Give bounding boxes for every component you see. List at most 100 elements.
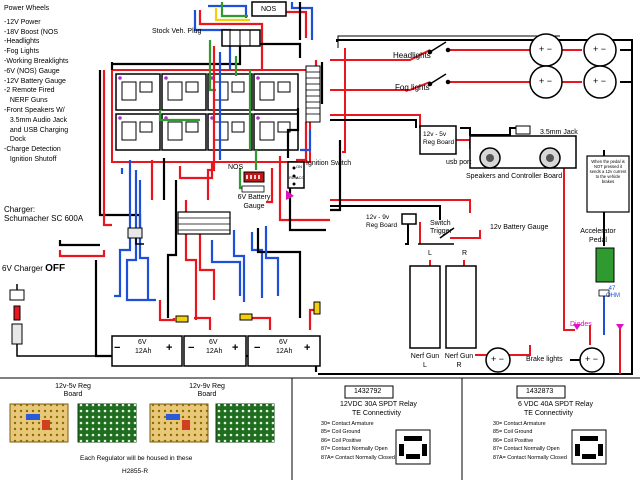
relay2-title: 6 VDC 40A SPDT Relay — [518, 401, 593, 408]
relay1-pin-diagram — [395, 429, 431, 465]
battery-1-voltage: 6V — [138, 339, 147, 346]
feature-item: -Working Breaklights — [4, 57, 69, 65]
jack-label: 3.5mm Jack — [540, 129, 578, 136]
brake-lights-label: Brake lights — [526, 356, 563, 363]
reg-9v-label: 12v - 9v Reg Board — [366, 214, 398, 229]
feature-item: Dock — [4, 136, 26, 144]
relay2-part: 1432873 — [526, 388, 554, 395]
reg-board-9v — [401, 213, 417, 225]
relay2-pin-diagram — [571, 429, 607, 465]
feature-item: -Headlights — [4, 38, 40, 46]
headlight-switch — [427, 41, 451, 55]
feature-item: -Fog Lights — [4, 48, 40, 56]
relay-pin-line: 87A= Contact Normally Closed — [321, 454, 395, 461]
relay-pin-line: 85= Coil Ground — [321, 429, 361, 436]
feature-item: -6V (NOS) Gauge — [4, 67, 60, 75]
batt-gauge-6v-label: 6V Battery Gauge — [237, 194, 271, 210]
nerf-gun-l — [409, 265, 441, 349]
headlights-label: Headlights — [393, 51, 431, 60]
relay-pin-line: 87A= Contact Normally Closed — [493, 454, 567, 461]
feature-item: -12V Power — [4, 18, 41, 26]
stock-vehicle-plug — [221, 29, 261, 47]
relay-pin-line: 30= Contact Armature — [493, 421, 546, 427]
feature-item: -Front Speakers W/ — [4, 106, 65, 114]
feature-item: -18V Boost (NOS — [4, 28, 59, 36]
charger-plug — [127, 227, 144, 245]
battery-3-voltage: 6V — [279, 339, 288, 346]
fog-polarity-2: + − — [593, 76, 607, 86]
feature-item: and USB Charging — [4, 126, 69, 134]
reg-board-illustrations — [9, 403, 275, 443]
charger-label: Charger: — [4, 205, 36, 214]
diodes-label: Diodes — [570, 321, 592, 328]
ignition-diode — [286, 190, 294, 200]
feature-list: Power Wheels -12V Power -18V Boost (NOS -H… — [4, 4, 68, 165]
battery-2-plus: + — [232, 342, 239, 354]
fog-lamps — [529, 65, 617, 99]
accelerator-pedal — [573, 247, 624, 330]
feature-item: -Charge Detection — [4, 146, 61, 154]
headlight-polarity-1: + − — [539, 44, 553, 54]
relay-pin-line: 86= Coil Positive — [493, 437, 534, 444]
l-label: L — [428, 250, 432, 257]
speakers-label: Speakers and Controller Board — [466, 173, 563, 180]
fog-lights-label: Fog lights — [395, 83, 430, 92]
battery-2 — [183, 335, 247, 367]
relay1-part: 1432792 — [354, 388, 382, 395]
switch-trigger-label: Switch Trigger — [430, 220, 452, 235]
battery-1 — [111, 335, 183, 367]
headlight-lamps — [529, 33, 617, 67]
feature-item: -12V Battery Gauge — [4, 77, 66, 85]
accelerator-label: Accelerator Pedal — [580, 228, 616, 244]
usb-port-label: usb port — [446, 159, 472, 166]
note-box — [586, 155, 630, 213]
nos-gauge-body — [241, 185, 265, 193]
charger-switch-name: 6V Charger — [2, 264, 43, 273]
relay-pin-line: 85= Coil Ground — [493, 429, 533, 436]
relay1-maker: TE Connectivity — [352, 410, 402, 417]
brake-polarity-1: + − — [491, 354, 505, 364]
relay-pin-line: 87= Contact Normally Open — [321, 446, 388, 453]
reg-board-2-caption: 12v-9v Reg Board — [189, 383, 225, 398]
battery-3 — [247, 335, 321, 367]
relay2-part-box — [516, 385, 566, 399]
battery-2-capacity: 12Ah — [206, 348, 223, 355]
nos-mid-label: NOS — [228, 164, 244, 171]
battery-1-plus: + — [166, 342, 173, 354]
feature-item: Ignition Shutoff — [4, 155, 57, 163]
relay-pin-line: 30= Contact Armature — [321, 421, 374, 427]
feature-item: NERF Guns — [4, 97, 48, 105]
nerf-l-label: Nerf Gun L — [410, 353, 440, 369]
charger-switch-state: OFF — [45, 263, 66, 274]
stock-plug-label: Stock Veh. Plug — [152, 28, 202, 35]
fuses — [175, 301, 321, 323]
feature-list-title: Power Wheels — [4, 5, 50, 12]
speakers — [469, 125, 577, 169]
reg-board-5v — [419, 125, 457, 155]
junction-block — [177, 211, 231, 235]
batt-gauge-12v-label: 12v Battery Gauge — [490, 224, 549, 231]
battery-2-voltage: 6V — [209, 339, 218, 346]
charger-model: Schumacher SC 600A — [4, 214, 84, 223]
ign-acc: ACC — [296, 175, 305, 180]
fog-polarity-1: + − — [539, 76, 553, 86]
reg-housing-model: H2855-R — [122, 468, 149, 475]
ohm-label: 47 OHM — [606, 286, 620, 299]
ign-run: RUN — [289, 175, 298, 180]
relay1-part-box — [344, 385, 394, 399]
charger-switch — [9, 284, 100, 357]
ign-on: ON — [296, 164, 302, 169]
note-text: When the pedal is NOT pressed it sends a… — [589, 159, 627, 184]
brake-lights — [485, 347, 605, 373]
relay2-maker: TE Connectivity — [524, 410, 574, 417]
nerf-r-label: Nerf Gun R — [444, 353, 474, 369]
fog-light-switch — [427, 73, 451, 87]
relay-pin-line: 86= Coil Positive — [321, 437, 362, 444]
battery-1-capacity: 12Ah — [135, 348, 152, 355]
nerf-gun-r — [445, 265, 477, 349]
nos-top-label: NOS — [261, 6, 277, 13]
relay-pin-line: 87= Contact Normally Open — [493, 446, 560, 453]
reg-board-1-caption: 12v-5v Reg Board — [55, 383, 91, 398]
